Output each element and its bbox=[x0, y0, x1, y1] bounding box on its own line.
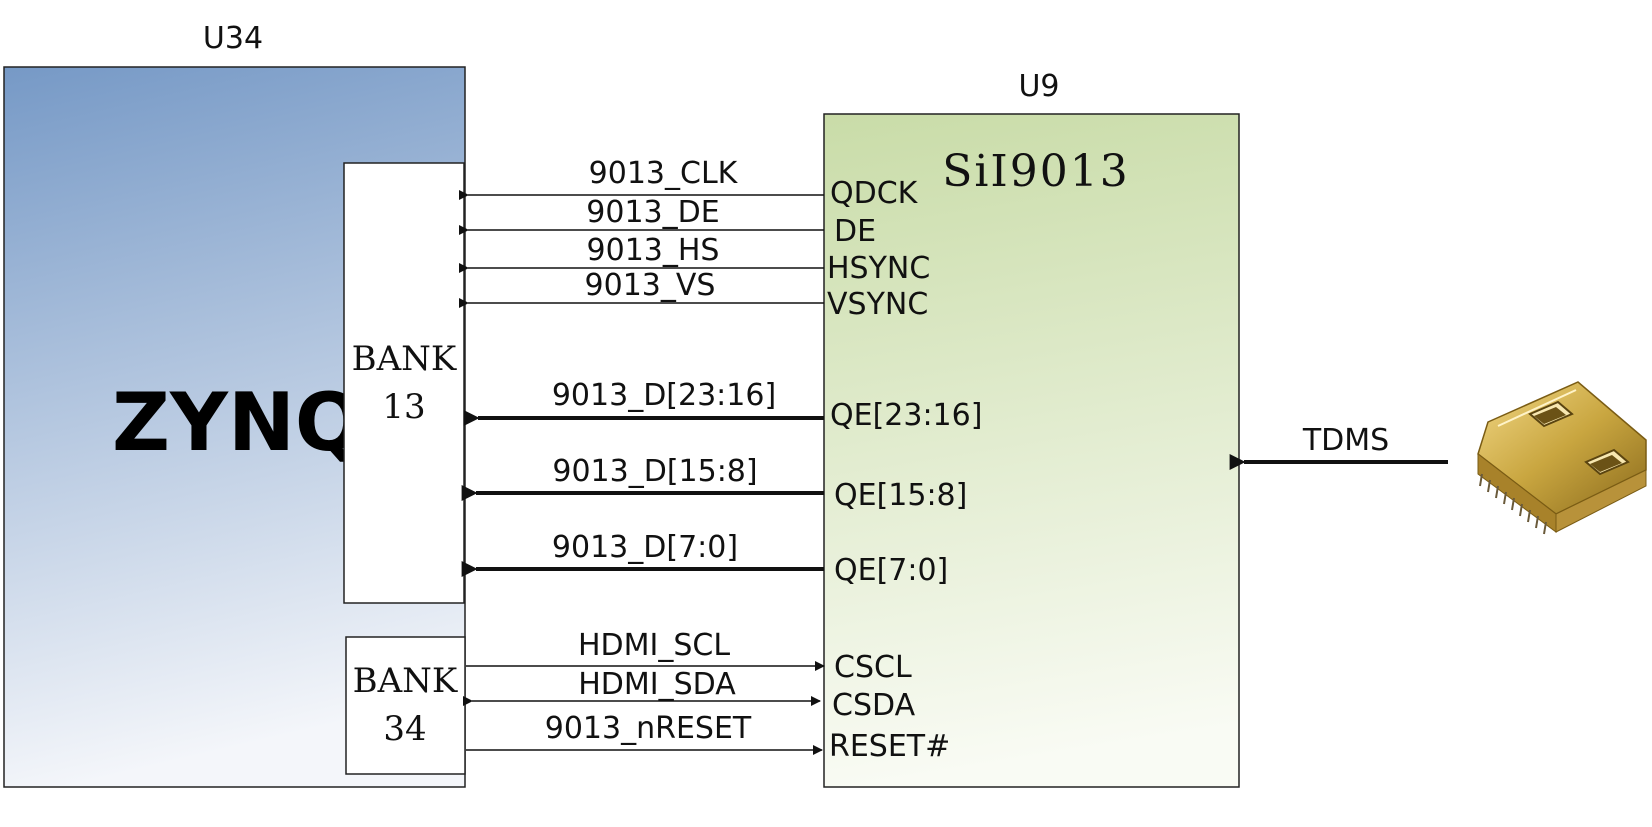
chip-refdes: U9 bbox=[1018, 69, 1059, 104]
pin-label: CSCL bbox=[834, 650, 912, 685]
pin-label: QE[15:8] bbox=[834, 478, 967, 513]
tdms-label: TDMS bbox=[1302, 423, 1389, 458]
net-label: HDMI_SCL bbox=[578, 628, 730, 663]
bank-34-label: BANK bbox=[353, 661, 458, 701]
pin-label: HSYNC bbox=[827, 251, 930, 286]
bank-34-number: 34 bbox=[383, 709, 426, 749]
net-label: 9013_DE bbox=[586, 195, 719, 230]
chip-name: SiI9013 bbox=[942, 146, 1130, 197]
net-label: 9013_D[15:8] bbox=[552, 454, 757, 489]
bank-13-label: BANK bbox=[352, 339, 457, 379]
chip-block bbox=[823, 113, 1240, 788]
bank-34-block bbox=[345, 636, 466, 775]
pin-label: QE[7:0] bbox=[834, 553, 948, 588]
pin-label: CSDA bbox=[832, 688, 916, 723]
net-label: HDMI_SDA bbox=[578, 667, 736, 702]
bank-13-block bbox=[343, 162, 465, 604]
pin-label: DE bbox=[834, 214, 876, 249]
fpga-name: ZYNQ bbox=[112, 376, 363, 469]
pin-label: RESET# bbox=[829, 729, 950, 764]
pin-label: QE[23:16] bbox=[830, 398, 982, 433]
net-label: 9013_D[23:16] bbox=[552, 378, 776, 413]
pin-label: VSYNC bbox=[827, 287, 928, 322]
signal-lines bbox=[459, 190, 1448, 755]
net-label: 9013_nRESET bbox=[545, 711, 752, 746]
net-label: 9013_D[7:0] bbox=[552, 530, 738, 565]
hdmi-connector-icon bbox=[1477, 381, 1647, 535]
net-label: 9013_HS bbox=[587, 233, 720, 268]
net-label: 9013_VS bbox=[585, 268, 716, 303]
pin-label: QDCK bbox=[830, 176, 919, 211]
net-label: 9013_CLK bbox=[589, 156, 739, 191]
fpga-refdes: U34 bbox=[203, 21, 263, 56]
bank-13-number: 13 bbox=[382, 387, 425, 427]
